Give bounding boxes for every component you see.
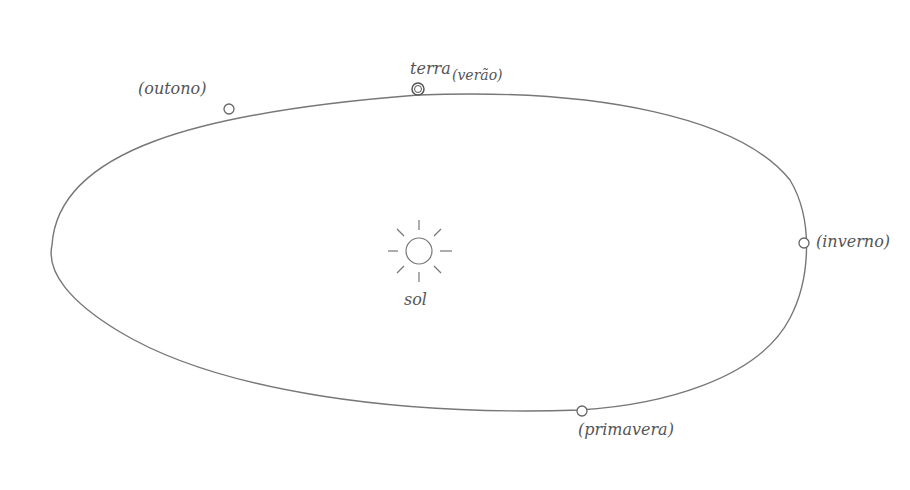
earth-position <box>799 238 809 248</box>
earth-position <box>224 104 234 114</box>
season-label: (outono) <box>138 80 206 98</box>
season-label: (primavera) <box>578 421 674 439</box>
earth-position <box>415 86 422 93</box>
season-label: (inverno) <box>816 233 890 251</box>
season-label: (verão) <box>452 68 503 83</box>
season-label: terra <box>410 60 451 78</box>
orbit-path <box>51 94 806 411</box>
earth-position <box>577 406 587 416</box>
earth-position <box>412 83 424 95</box>
sun-symbol <box>388 220 452 282</box>
sun-label: sol <box>404 291 427 309</box>
